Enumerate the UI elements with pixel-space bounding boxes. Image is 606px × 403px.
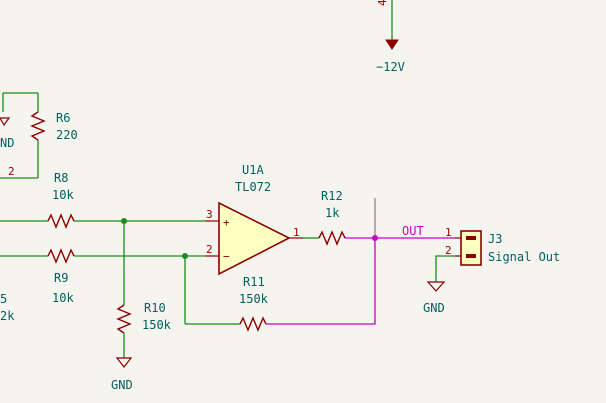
r10-resistor: GND R10 150k (111, 218, 172, 392)
j3-value: Signal Out (488, 250, 560, 264)
r9-resistor: R9 10k (0, 248, 205, 305)
opamp-pin1: 1 (293, 226, 300, 239)
r11-value: 150k (239, 292, 269, 306)
r11-ref: R11 (243, 275, 265, 289)
vee-label: −12V (376, 60, 405, 74)
j3-connector: 1 2 J3 Signal Out GND (423, 226, 560, 315)
r11-resistor: R11 150k (182, 238, 376, 332)
j3-ref: J3 (488, 232, 502, 246)
out-net-label: OUT (402, 224, 424, 238)
r10-value: 150k (142, 318, 172, 332)
r9-value: 10k (52, 291, 74, 305)
opamp-ref: U1A (242, 163, 264, 177)
r8-ref: R8 (54, 171, 68, 185)
j3-pin1: 1 (445, 226, 452, 239)
r6-ref: R6 (56, 111, 70, 125)
gnd-r10-label: GND (111, 378, 133, 392)
opamp-noninv-sign: + (223, 216, 230, 229)
opamp-pin3: 3 (206, 208, 213, 221)
left-ref-fragment: 5 (0, 292, 7, 306)
opamp-pin2: 2 (206, 243, 213, 256)
r6-value: 220 (56, 128, 78, 142)
gnd-j3-label: GND (423, 301, 445, 315)
left-partial-pin: 2 (8, 165, 15, 178)
r12-ref: R12 (321, 189, 343, 203)
r12-resistor: R12 1k OUT (303, 189, 455, 246)
r6-resistor: R6 220 ND 2 (0, 92, 78, 179)
r9-ref: R9 (54, 271, 68, 285)
gnd-left-partial: ND (0, 136, 14, 150)
left-value-fragment: 2k (0, 309, 15, 323)
opamp-inv-sign: − (223, 250, 230, 263)
j3-pin2: 2 (445, 244, 452, 257)
r10-ref: R10 (144, 301, 166, 315)
opamp-u1a: + − 3 2 1 U1A TL072 (205, 163, 303, 276)
junction-dot (372, 235, 378, 241)
vee-power-symbol: −12V 4 (376, 0, 405, 74)
top-left-partial: 4 (376, 0, 389, 6)
r12-value: 1k (325, 206, 340, 220)
r8-resistor: R8 10k (0, 171, 205, 229)
opamp-value: TL072 (235, 180, 271, 194)
r8-value: 10k (52, 188, 74, 202)
